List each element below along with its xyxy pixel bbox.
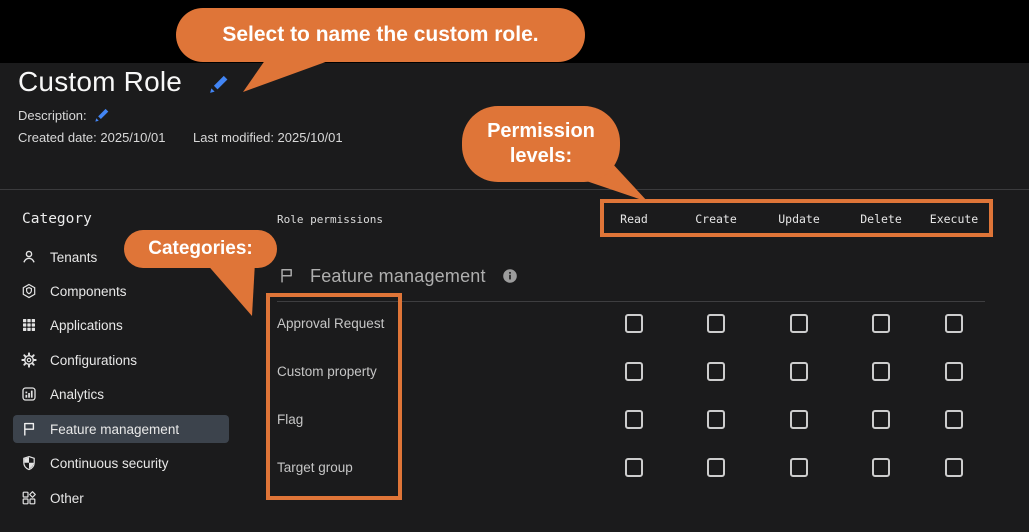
- checkbox-flag-update[interactable]: [790, 410, 808, 429]
- callout-text: Categories:: [148, 238, 253, 259]
- edit-description-pencil-icon[interactable]: [93, 106, 111, 124]
- column-header-delete: Delete: [860, 212, 902, 226]
- callout-tail-name-role: [243, 56, 342, 92]
- section-title-feature-management: Feature management: [310, 266, 486, 286]
- flag-icon: [281, 269, 292, 283]
- description-label: Description:: [18, 108, 87, 123]
- annotation-rect-permission-levels: [600, 199, 993, 237]
- sidebar-item-continuous-security[interactable]: Continuous security: [13, 449, 229, 477]
- sidebar-item-applications[interactable]: Applications: [13, 311, 229, 339]
- flag-icon: [21, 421, 37, 437]
- sidebar-item-feature-management[interactable]: Feature management: [13, 415, 229, 443]
- checkbox-custom-property-execute[interactable]: [945, 362, 963, 381]
- column-header-create: Create: [695, 212, 737, 226]
- callout-tail-categories: [205, 262, 255, 316]
- sidebar-item-label: Continuous security: [50, 455, 169, 471]
- callout-text-line1: Permission: [487, 120, 595, 142]
- bar-chart-icon: [21, 386, 37, 402]
- sidebar-item-label: Components: [50, 283, 127, 299]
- checkbox-target-group-create[interactable]: [707, 458, 725, 477]
- page-title: Custom Role: [18, 66, 183, 97]
- shapes-icon: [21, 490, 37, 506]
- sidebar-item-other[interactable]: Other: [13, 484, 229, 512]
- checkbox-custom-property-update[interactable]: [790, 362, 808, 381]
- created-date: Created date: 2025/10/01: [18, 130, 166, 145]
- sidebar-item-label: Feature management: [50, 421, 180, 437]
- cube-shield-icon: [21, 283, 37, 299]
- shield-icon: [21, 455, 37, 471]
- role-permissions-label: Role permissions: [277, 213, 383, 226]
- checkbox-flag-read[interactable]: [625, 410, 643, 429]
- section-divider: [277, 301, 985, 302]
- annotation-rect-categories: [266, 293, 402, 500]
- column-header-read: Read: [620, 212, 648, 226]
- sidebar-item-analytics[interactable]: Analytics: [13, 380, 229, 408]
- sidebar-item-label: Other: [50, 490, 84, 506]
- callout-text: Select to name the custom role.: [222, 23, 539, 46]
- last-modified-date: Last modified: 2025/10/01: [193, 130, 343, 145]
- checkbox-approval-request-read[interactable]: [625, 314, 643, 333]
- sidebar-item-label: Tenants: [50, 249, 98, 265]
- row-label-approval-request: Approval Request: [277, 316, 385, 331]
- row-label-flag: Flag: [277, 412, 304, 427]
- grid-icon: [21, 317, 37, 333]
- edit-title-pencil-icon[interactable]: [207, 72, 231, 96]
- sidebar-item-configurations[interactable]: Configurations: [13, 346, 229, 374]
- checkbox-approval-request-execute[interactable]: [945, 314, 963, 333]
- row-label-custom-property: Custom property: [277, 364, 377, 379]
- checkbox-target-group-update[interactable]: [790, 458, 808, 477]
- checkbox-approval-request-update[interactable]: [790, 314, 808, 333]
- checkbox-custom-property-create[interactable]: [707, 362, 725, 381]
- checkbox-approval-request-create[interactable]: [707, 314, 725, 333]
- checkbox-custom-property-delete[interactable]: [872, 362, 890, 381]
- header-divider: [0, 189, 1029, 190]
- checkbox-flag-execute[interactable]: [945, 410, 963, 429]
- checkbox-target-group-delete[interactable]: [872, 458, 890, 477]
- column-header-update: Update: [778, 212, 820, 226]
- callout-text-line2: levels:: [509, 145, 573, 167]
- person-icon: [21, 249, 37, 265]
- sidebar-item-label: Applications: [50, 317, 123, 333]
- checkbox-approval-request-delete[interactable]: [872, 314, 890, 333]
- callout-name-role: Select to name the custom role.: [176, 8, 585, 62]
- checkbox-flag-delete[interactable]: [872, 410, 890, 429]
- checkbox-custom-property-read[interactable]: [625, 362, 643, 381]
- callout-permission-levels: Permission levels:: [462, 106, 620, 182]
- checkbox-target-group-execute[interactable]: [945, 458, 963, 477]
- gear-icon: [21, 352, 37, 368]
- sidebar-heading: Category: [22, 211, 92, 227]
- sidebar-item-tenants[interactable]: Tenants: [13, 243, 229, 271]
- column-header-execute: Execute: [929, 212, 979, 226]
- sidebar-item-components[interactable]: Components: [13, 277, 229, 305]
- checkbox-flag-create[interactable]: [707, 410, 725, 429]
- checkbox-target-group-read[interactable]: [625, 458, 643, 477]
- callout-categories: Categories:: [124, 230, 277, 268]
- info-icon[interactable]: [502, 268, 518, 284]
- row-label-target-group: Target group: [277, 460, 353, 475]
- sidebar-item-label: Configurations: [50, 352, 138, 368]
- sidebar-item-label: Analytics: [50, 386, 105, 402]
